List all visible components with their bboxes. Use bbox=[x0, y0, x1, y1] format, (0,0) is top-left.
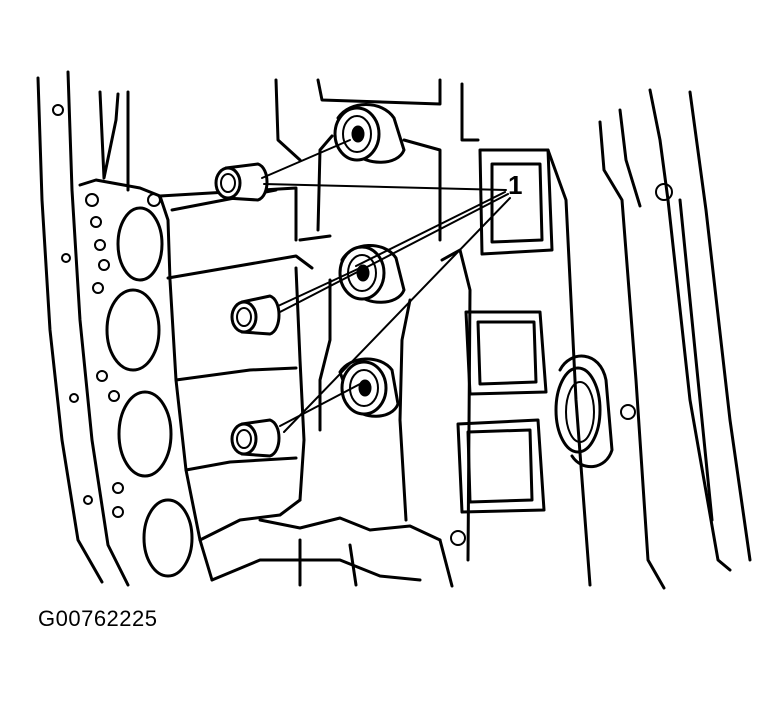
callout-label: 1 bbox=[508, 170, 522, 200]
bearing-bore-middle bbox=[338, 244, 406, 304]
bearing-bore-bottom bbox=[338, 357, 400, 418]
bearing-bore-top bbox=[333, 103, 406, 164]
bushing-middle bbox=[230, 294, 281, 336]
bushing-top bbox=[214, 162, 269, 202]
block-side-panels bbox=[440, 88, 752, 590]
block-body bbox=[126, 78, 480, 588]
bushing-bottom bbox=[230, 418, 281, 458]
head-gasket-face bbox=[36, 70, 214, 587]
callout-leader-lines bbox=[261, 139, 511, 433]
figure-id: G00762225 bbox=[38, 606, 158, 631]
